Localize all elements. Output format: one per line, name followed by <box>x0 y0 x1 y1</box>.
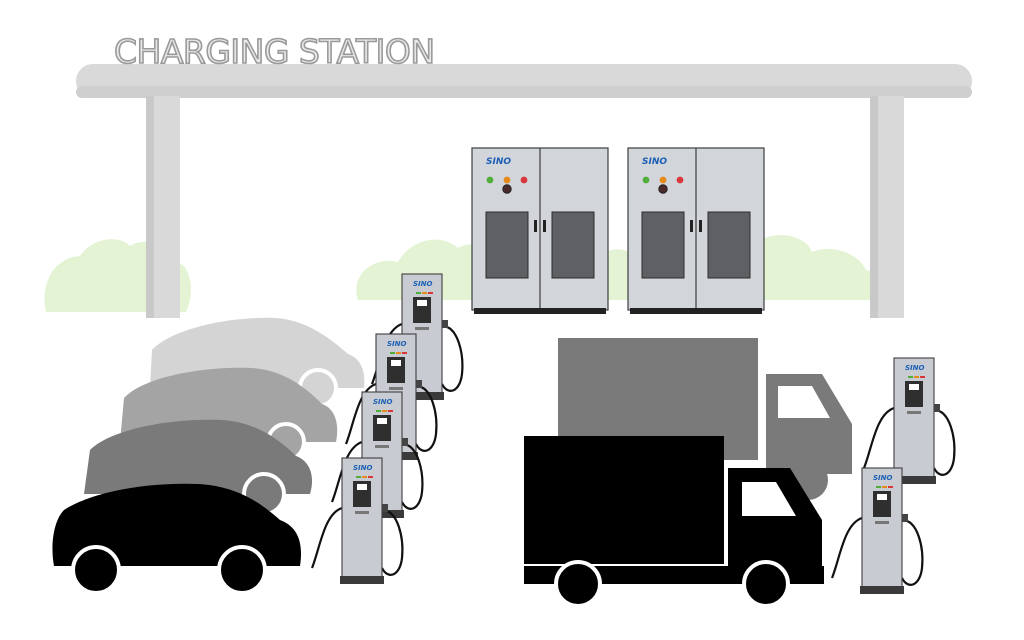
charger-body <box>861 467 903 593</box>
charger-display <box>377 418 387 424</box>
charging-cable <box>310 506 343 569</box>
charger-led-orange <box>362 476 367 478</box>
charger-slot <box>415 327 429 330</box>
charger-led-green <box>908 376 913 378</box>
charger-led-green <box>356 476 361 478</box>
charger-base <box>340 576 384 584</box>
charging-post: SINO <box>310 457 404 584</box>
station-title: CHARGING STATION <box>113 31 436 72</box>
charger-led-green <box>876 486 881 488</box>
charger-body <box>893 357 935 483</box>
charger-plug-holder <box>442 320 448 328</box>
charger-brand-label: SINO <box>373 398 393 406</box>
charger-led-red <box>428 292 433 294</box>
charger-base <box>892 476 936 484</box>
charging-cable <box>830 516 863 579</box>
power-cabinet: SINO <box>627 147 765 314</box>
charger-slot <box>355 511 369 514</box>
charger-brand-label: SINO <box>905 364 925 372</box>
charger-led-green <box>376 410 381 412</box>
car-front <box>52 483 302 595</box>
charger-led-red <box>388 410 393 412</box>
charging-cable <box>933 408 956 476</box>
charger-plug-holder <box>934 404 940 412</box>
indicator-light-green <box>486 176 494 184</box>
charger-slot <box>907 411 921 414</box>
charger-led-red <box>402 352 407 354</box>
charger-brand-label: SINO <box>873 474 893 482</box>
charging-cable <box>862 406 895 469</box>
cabinet-window <box>485 211 529 279</box>
charging-post: SINO <box>862 357 956 484</box>
charging-cable <box>381 508 404 576</box>
charging-cable <box>901 518 924 586</box>
charging-cable <box>344 382 377 445</box>
charger-display <box>417 300 427 306</box>
charger-led-green <box>390 352 395 354</box>
charger-led-orange <box>396 352 401 354</box>
charging-post: SINO <box>830 467 924 594</box>
charger-led-orange <box>422 292 427 294</box>
charging-cable <box>415 384 438 452</box>
cabinet-brand-label: SINO <box>642 157 667 167</box>
indicator-light-orange <box>659 176 667 184</box>
emergency-stop-button <box>502 184 512 194</box>
charger-led-orange <box>382 410 387 412</box>
charger-display <box>357 484 367 490</box>
charger-base <box>860 586 904 594</box>
charger-display <box>909 384 919 390</box>
charger-led-red <box>368 476 373 478</box>
indicator-light-red <box>520 176 528 184</box>
charging-cable <box>441 324 464 392</box>
truck-front-window <box>742 482 796 516</box>
cabinet-brand-label: SINO <box>486 157 511 167</box>
charger-brand-label: SINO <box>387 340 407 348</box>
charger-display <box>877 494 887 500</box>
cabinet-window <box>707 211 751 279</box>
charger-group: SINO SINO SINO SINO SINO SINO <box>310 273 956 594</box>
charger-slot <box>389 387 403 390</box>
cabinet-handle <box>699 220 702 232</box>
truck-back-window <box>778 386 830 418</box>
charger-plug-holder <box>382 504 388 512</box>
emergency-stop-button <box>658 184 668 194</box>
indicator-light-red <box>676 176 684 184</box>
charging-cable <box>401 442 424 510</box>
cabinet-handle <box>534 220 537 232</box>
indicator-light-orange <box>503 176 511 184</box>
cabinet-window <box>551 211 595 279</box>
charger-led-orange <box>914 376 919 378</box>
charger-led-orange <box>882 486 887 488</box>
truck-front <box>524 436 824 608</box>
charger-slot <box>375 445 389 448</box>
charger-plug-holder <box>402 438 408 446</box>
canopy <box>76 64 972 318</box>
power-cabinet: SINO <box>471 147 609 314</box>
cabinet-handle <box>690 220 693 232</box>
charger-display <box>391 360 401 366</box>
charger-brand-label: SINO <box>353 464 373 472</box>
charger-led-green <box>416 292 421 294</box>
charger-slot <box>875 521 889 524</box>
cabinet-handle <box>543 220 546 232</box>
charger-brand-label: SINO <box>413 280 433 288</box>
cabinet-window <box>641 211 685 279</box>
charger-plug-holder <box>902 514 908 522</box>
charger-led-red <box>920 376 925 378</box>
indicator-light-green <box>642 176 650 184</box>
charger-plug-holder <box>416 380 422 388</box>
charger-base <box>400 392 444 400</box>
charger-led-red <box>888 486 893 488</box>
